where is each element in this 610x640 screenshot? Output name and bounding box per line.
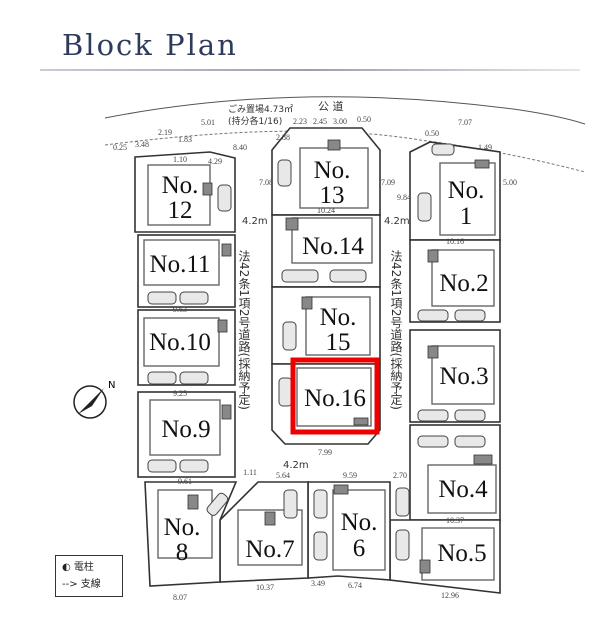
lot-14-label: No.14 [302,233,364,260]
guy-wire-arrow-icon: --> [62,579,78,590]
svg-text:1.10: 1.10 [173,155,187,164]
svg-text:2.88: 2.88 [276,133,290,142]
svg-text:0.50: 0.50 [425,129,439,138]
lot-13-num: 13 [320,182,345,209]
lot-8-num: 8 [176,539,189,566]
dimension-labels: 0.25 3.48 2.19 1.83 1.10 4.29 8.40 5.01 … [113,115,517,602]
svg-text:7.08: 7.08 [259,178,273,187]
svg-text:N: N [108,380,115,391]
svg-text:7.99: 7.99 [318,448,332,457]
title-divider [40,69,580,71]
lot-2[interactable] [409,239,501,323]
lot-13-no: No. [314,157,351,184]
lot-6-no: No. [341,509,378,536]
svg-text:2.70: 2.70 [393,471,407,480]
svg-text:2.23: 2.23 [293,117,307,126]
private-road-label-left: 法42条1項2号道路(採納予定) [237,250,251,410]
svg-text:4.29: 4.29 [208,157,222,166]
svg-text:9.63: 9.63 [173,305,187,314]
lot-15-num: 15 [326,329,351,356]
lot-16[interactable] [271,363,381,445]
svg-text:6.74: 6.74 [348,581,362,590]
lot-2-label: No.2 [439,270,488,297]
garbage-area-label: ごみ置場4.73㎡ [228,103,293,115]
lot-16-label: No.16 [304,385,366,412]
svg-text:10.24: 10.24 [317,206,335,215]
road-width-left: 4.2m [242,216,268,227]
lot-16-highlight [290,357,380,435]
garbage-share-label: (持分各1/16) [228,115,282,127]
lot-3-label: No.3 [439,363,488,390]
svg-text:1.11: 1.11 [243,468,257,477]
road-edge-upper [104,96,586,125]
svg-text:10.37: 10.37 [256,583,274,592]
lot-1-num: 1 [460,203,473,230]
svg-text:8.07: 8.07 [173,593,187,602]
svg-text:5.01: 5.01 [201,118,215,127]
lot-7-label: No.7 [245,536,294,563]
road-width-right: 4.2m [384,216,410,227]
svg-text:9.25: 9.25 [173,389,187,398]
private-road-label-right: 法42条1項2号道路(採納予定) [389,250,403,410]
lot-11-label: No.11 [150,251,211,278]
svg-text:2.19: 2.19 [158,128,172,137]
north-arrow-icon: N [73,380,115,419]
svg-text:7.07: 7.07 [458,118,472,127]
page-title: Block Plan [62,28,238,62]
lot-15-no: No. [320,304,357,331]
svg-text:0.25: 0.25 [113,143,127,152]
svg-text:1.49: 1.49 [478,143,492,152]
road-edge-lower [104,130,586,173]
svg-text:9.61: 9.61 [178,477,192,486]
lot-12-no: No. [162,172,199,199]
lot-6-num: 6 [353,535,366,562]
svg-text:7.09: 7.09 [381,178,395,187]
lot-4-label: No.4 [438,476,488,503]
svg-text:3.00: 3.00 [333,117,347,126]
lot-12-num: 12 [168,197,193,224]
legend-guy-wire: --> 支線 [62,579,101,590]
lot-8-no: No. [164,514,201,541]
svg-text:3.48: 3.48 [135,140,149,149]
lot-10-label: No.10 [149,329,211,356]
svg-text:3.49: 3.49 [311,579,325,588]
legend: ◐ 電柱 --> 支線 [55,555,123,597]
svg-text:9.59: 9.59 [343,471,357,480]
svg-text:9.84: 9.84 [397,193,411,202]
svg-text:2.45: 2.45 [313,117,327,126]
lot-5-label: No.5 [437,540,486,567]
svg-text:5.00: 5.00 [503,178,517,187]
utility-pole-icon: ◐ [62,562,71,573]
legend-pole: ◐ 電柱 [62,562,94,573]
svg-text:8.40: 8.40 [233,143,247,152]
lot-1-no: No. [448,177,485,204]
svg-text:1.83: 1.83 [178,135,192,144]
public-road-label: 公 道 [318,99,344,113]
svg-text:12.96: 12.96 [441,591,459,600]
lot-9-label: No.9 [161,416,210,443]
svg-text:10.37: 10.37 [446,516,464,525]
svg-text:0.50: 0.50 [357,115,371,124]
svg-text:10.16: 10.16 [446,237,464,246]
svg-text:5.64: 5.64 [276,471,290,480]
road-width-bottom: 4.2m [283,460,309,471]
